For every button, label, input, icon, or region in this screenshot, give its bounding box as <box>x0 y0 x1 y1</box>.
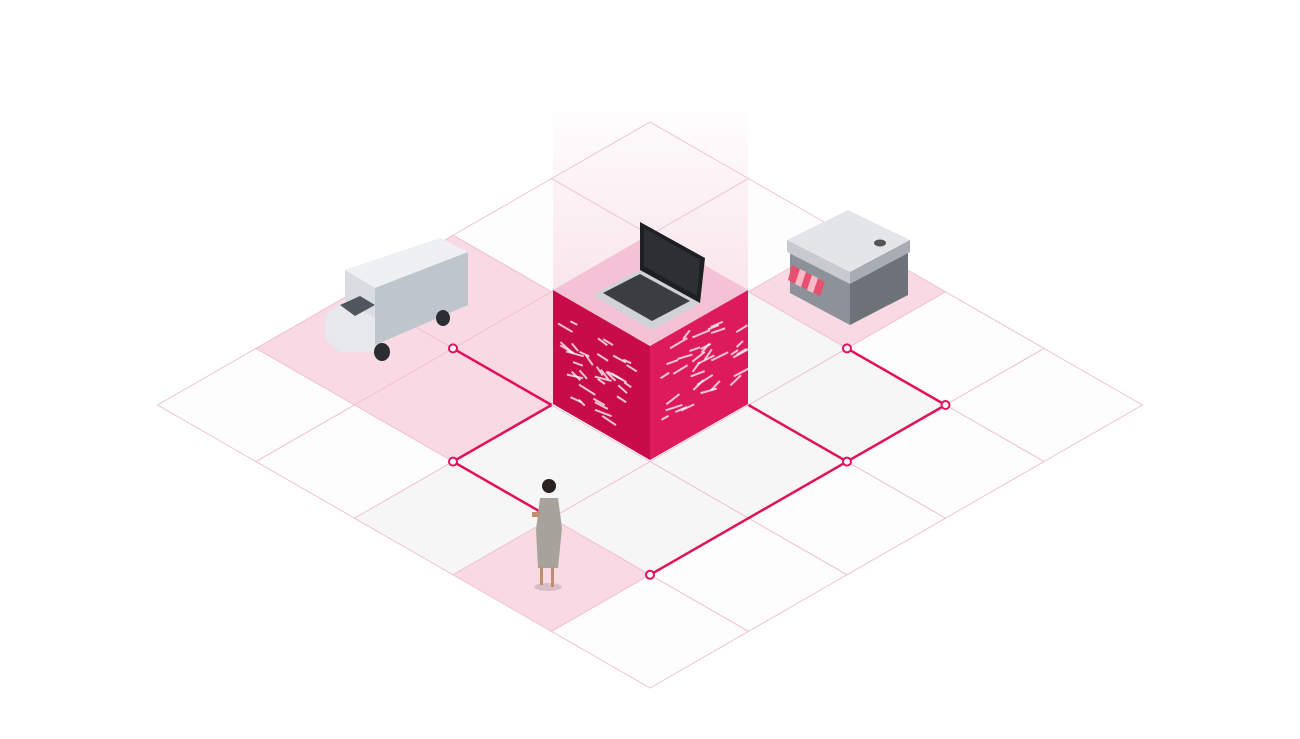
route-line <box>452 347 553 407</box>
storefront <box>787 210 910 325</box>
data-dash <box>703 348 713 361</box>
data-dash <box>659 371 670 380</box>
data-dash <box>612 354 627 364</box>
data-dash <box>617 384 628 394</box>
data-dash <box>733 367 750 378</box>
route-lines <box>448 343 951 580</box>
data-dash <box>690 370 706 378</box>
data-dash <box>661 414 670 421</box>
data-dash <box>578 369 588 380</box>
data-dash <box>710 320 724 328</box>
data-dash <box>682 329 691 340</box>
route-line <box>846 347 947 407</box>
data-dash <box>571 342 579 352</box>
data-dash <box>665 393 681 406</box>
data-dash <box>566 373 584 380</box>
data-dash <box>710 351 729 362</box>
data-dash <box>736 347 748 356</box>
data-dash <box>559 341 573 354</box>
grid-tile <box>550 574 750 689</box>
delivery-van <box>325 238 468 361</box>
data-dash <box>666 359 679 366</box>
data-dash <box>623 381 632 389</box>
data-dash <box>601 415 617 427</box>
route-line <box>846 403 947 463</box>
data-dash <box>665 404 683 412</box>
data-dash <box>672 364 689 375</box>
route-node <box>448 343 458 354</box>
route-line <box>452 460 553 520</box>
woman-with-phone <box>532 479 562 591</box>
laptop <box>592 222 705 330</box>
data-dash <box>594 408 612 418</box>
route-node <box>940 400 951 410</box>
data-dash <box>735 340 744 348</box>
data-dash <box>669 337 688 350</box>
data-dash <box>605 371 617 382</box>
data-dash <box>735 324 748 334</box>
data-cube <box>553 234 750 460</box>
data-dash <box>577 398 586 407</box>
data-dash <box>677 353 693 360</box>
data-dash <box>585 354 594 366</box>
data-dash <box>578 383 596 396</box>
data-dash <box>616 395 627 404</box>
data-dashes <box>557 320 750 427</box>
data-dash <box>700 343 712 350</box>
data-dash <box>730 349 739 356</box>
data-dash <box>595 366 604 376</box>
cube-right-face <box>650 290 748 460</box>
data-dash <box>600 368 610 381</box>
data-dash <box>626 364 638 373</box>
data-dash <box>689 346 701 352</box>
data-dash <box>592 397 606 407</box>
data-dash <box>565 350 584 358</box>
data-dash <box>572 361 584 367</box>
data-dash <box>692 329 711 339</box>
route-node <box>645 569 655 580</box>
route-line <box>649 460 848 576</box>
data-dash <box>700 387 718 395</box>
data-dash <box>697 354 715 365</box>
data-dash <box>680 403 695 412</box>
route-line <box>747 403 848 463</box>
data-dash <box>710 327 726 334</box>
data-dash <box>610 372 627 384</box>
route-node <box>842 456 852 467</box>
route-line <box>452 403 553 463</box>
data-dash <box>557 322 574 333</box>
data-dash <box>597 337 608 347</box>
data-dash <box>594 375 612 382</box>
data-dash <box>602 338 614 346</box>
data-dash <box>596 352 609 362</box>
data-dash <box>597 378 606 385</box>
data-dash <box>622 358 632 365</box>
data-dash <box>710 380 721 391</box>
data-dash <box>579 350 590 358</box>
data-dash <box>594 401 609 410</box>
route-node <box>448 456 458 467</box>
data-dash <box>707 324 720 331</box>
data-dash <box>696 374 714 386</box>
data-dash <box>691 351 706 363</box>
data-dash <box>729 374 742 387</box>
data-dash <box>569 320 578 326</box>
route-node <box>842 343 852 354</box>
